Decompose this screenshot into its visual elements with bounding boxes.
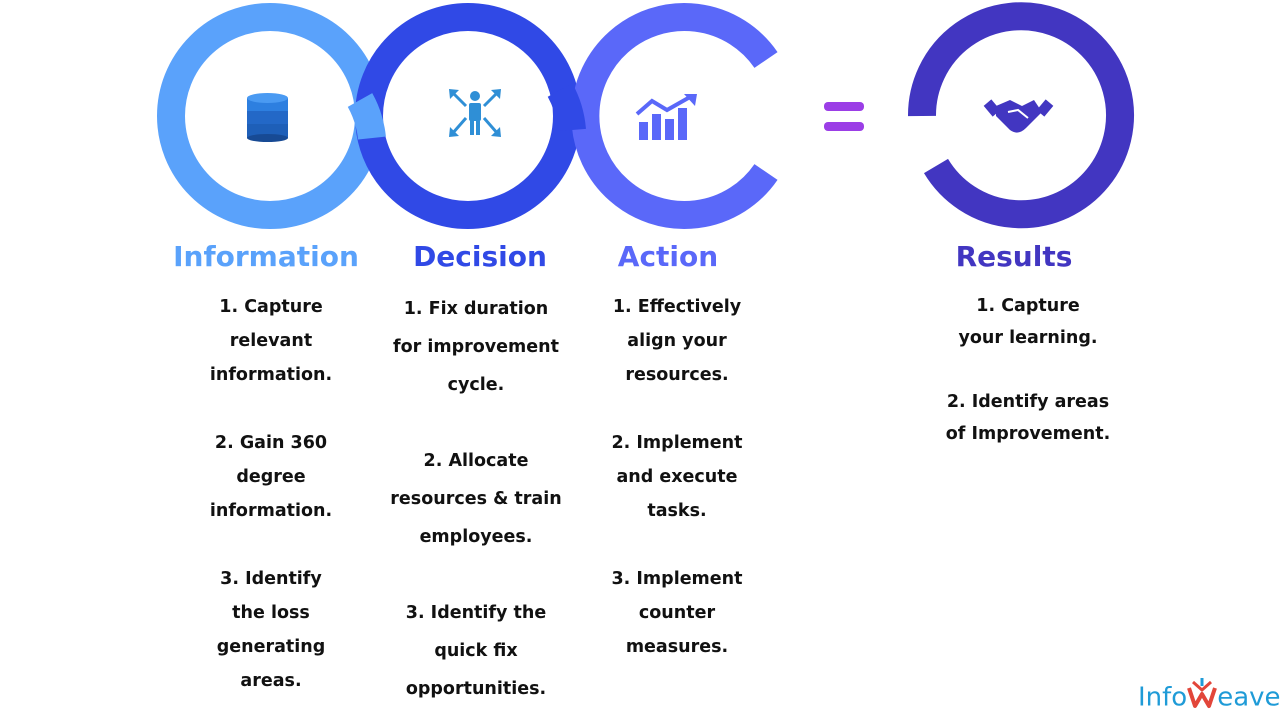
- decision-arrows-icon: [449, 89, 501, 137]
- logo-text-left: Info: [1138, 682, 1188, 713]
- information-item-2: 2. Gain 360 degree information.: [209, 433, 333, 521]
- results-ring: [907, 2, 1134, 229]
- information-item-1: 1. Capture relevant information.: [209, 297, 333, 385]
- logo-w-mark-icon: [1187, 678, 1218, 708]
- database-icon: [247, 93, 288, 142]
- process-rings: [157, 2, 1134, 229]
- handshake-icon: [983, 99, 1054, 133]
- decision-title: Decision: [413, 240, 547, 273]
- results-item-2: 2. Identify areas of Improvement.: [945, 392, 1111, 444]
- decision-overlap: [547, 83, 586, 132]
- decision-item-1: 1. Fix duration for improvement cycle.: [393, 299, 559, 395]
- information-overlap: [347, 93, 386, 140]
- results-list: 1. Capture your learning. 2. Identify ar…: [945, 290, 1111, 450]
- information-list: 1. Capture relevant information. 2. Gain…: [196, 290, 346, 698]
- action-item-1: 1. Effectively align your resources.: [612, 297, 742, 385]
- action-item-3: 3. Implement counter measures.: [611, 569, 743, 657]
- decision-ring: [355, 3, 581, 229]
- action-list: 1. Effectively align your resources. 2. …: [606, 290, 748, 664]
- decision-list: 1. Fix duration for improvement cycle. 2…: [388, 290, 564, 708]
- information-item-3: 3. Identify the loss generating areas.: [216, 569, 326, 691]
- equals-icon: [824, 102, 864, 131]
- results-title: Results: [955, 240, 1073, 273]
- results-item-1: 1. Capture your learning.: [958, 296, 1098, 348]
- growth-chart-icon: [635, 94, 697, 140]
- decision-item-3: 3. Identify the quick fix opportunities.: [405, 603, 547, 699]
- action-title: Action: [617, 240, 719, 273]
- decision-item-2: 2. Allocate resources & train employees.: [390, 451, 562, 547]
- action-ring: [571, 3, 778, 229]
- information-title: Information: [173, 240, 359, 273]
- logo-text-right: eave: [1217, 682, 1280, 713]
- action-item-2: 2. Implement and execute tasks.: [611, 433, 743, 521]
- infoweave-logo: Info eave®: [1138, 676, 1280, 713]
